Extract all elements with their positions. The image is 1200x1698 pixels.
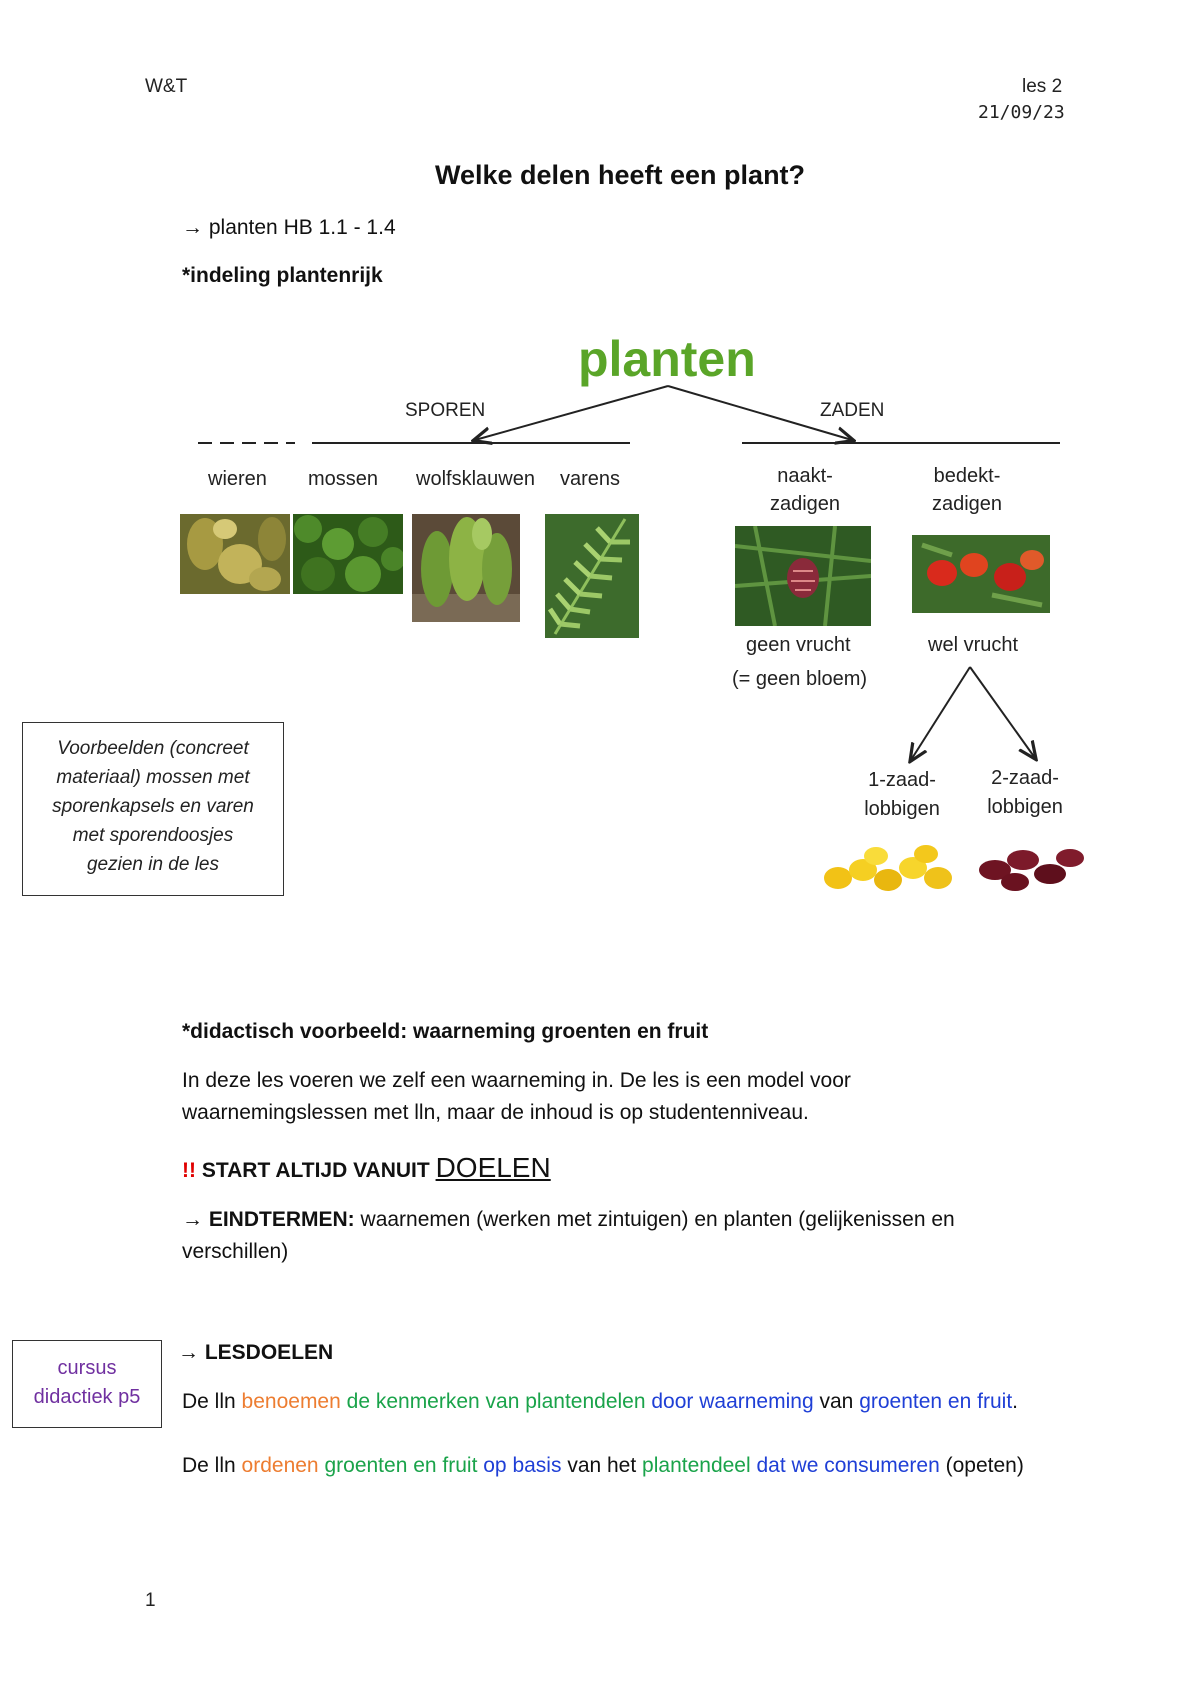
arrow-icon: → bbox=[182, 216, 203, 239]
photo-wieren bbox=[180, 514, 290, 594]
arrow-to-sporen bbox=[475, 385, 669, 440]
label-bedektzadigen: bedekt- zadigen bbox=[912, 462, 1022, 518]
label-wieren: wieren bbox=[208, 468, 267, 490]
arrow-icon: → bbox=[178, 1341, 199, 1364]
note-box-voorbeelden: Voorbeelden (concreet materiaal) mossen … bbox=[22, 722, 284, 896]
ref-text: planten HB 1.1 - 1.4 bbox=[208, 216, 396, 239]
arrow-to-2zaad bbox=[969, 666, 1035, 758]
note-box-cursus: cursus didactiek p5 bbox=[12, 1340, 162, 1428]
label-1zaadlobbigen: 1-zaad- lobbigen bbox=[852, 766, 952, 824]
note-line: met sporendoosjes bbox=[72, 825, 234, 846]
intro-line: In deze les voeren we zelf een waarnemin… bbox=[182, 1069, 851, 1092]
eindtermen-label: EINDTERMEN: bbox=[208, 1208, 355, 1231]
label-2zaad-line2: lobbigen bbox=[987, 796, 1063, 818]
label-geen-bloem: (= geen bloem) bbox=[732, 668, 868, 690]
label-bedekt-line1: bedekt- bbox=[933, 465, 1001, 487]
label-wolfsklauwen: wolfsklauwen bbox=[416, 468, 535, 490]
label-naakt-line1: naakt- bbox=[777, 465, 833, 487]
classification-diagram bbox=[198, 385, 1060, 920]
label-naaktzadigen: naakt- zadigen bbox=[750, 462, 860, 518]
label-geen-vrucht: geen vrucht bbox=[746, 634, 851, 656]
doelen-text: DOELEN bbox=[435, 1152, 551, 1183]
cursus-line: didactiek p5 bbox=[33, 1386, 141, 1408]
arrow-icon: → bbox=[182, 1208, 203, 1231]
header-left: W&T bbox=[145, 76, 188, 97]
start-line: !! START ALTIJD VANUIT DOELEN bbox=[182, 1152, 551, 1184]
label-varens: varens bbox=[560, 468, 621, 490]
diagram-root: planten bbox=[578, 331, 756, 387]
section-heading-didactisch: *didactisch voorbeeld: waarneming groent… bbox=[182, 1020, 709, 1043]
photo-2zaadlobbigen bbox=[979, 849, 1084, 891]
label-wel-vrucht: wel vrucht bbox=[928, 634, 1019, 656]
section-heading-indeling: *indeling plantenrijk bbox=[182, 264, 383, 287]
header-date: 21/09/23 bbox=[978, 102, 1065, 123]
page-number: 1 bbox=[145, 1590, 156, 1611]
lesdoelen-label: LESDOELEN bbox=[204, 1341, 334, 1364]
photo-naaktzadigen bbox=[735, 526, 871, 626]
cursus-line: cursus bbox=[57, 1357, 117, 1379]
header-lesson: les 2 bbox=[1022, 76, 1063, 97]
eindtermen-text-cont: verschillen) bbox=[182, 1240, 289, 1263]
label-2zaadlobbigen: 2-zaad- lobbigen bbox=[975, 764, 1075, 822]
arrow-to-1zaad bbox=[911, 666, 971, 760]
label-mossen: mossen bbox=[308, 468, 379, 490]
photo-bedektzadigen bbox=[912, 535, 1050, 613]
page-title: Welke delen heeft een plant? bbox=[434, 160, 806, 190]
label-1zaad-line2: lobbigen bbox=[864, 798, 940, 820]
lesdoel-1: De lln benoemen de kenmerken van planten… bbox=[182, 1390, 1018, 1413]
label-1zaad-line1: 1-zaad- bbox=[868, 769, 936, 791]
label-2zaad-line1: 2-zaad- bbox=[991, 767, 1059, 789]
eindtermen: → EINDTERMEN: waarnemen (werken met zint… bbox=[182, 1204, 1062, 1268]
exclamation-marks: !! bbox=[182, 1159, 196, 1182]
ref-line: → planten HB 1.1 - 1.4 bbox=[182, 216, 396, 240]
note-line: sporenkapsels en varen bbox=[52, 796, 254, 817]
label-naakt-line2: zadigen bbox=[769, 493, 841, 515]
arrow-to-zaden bbox=[667, 385, 852, 440]
photo-1zaadlobbigen bbox=[824, 845, 952, 891]
lesdoelen-heading: → LESDOELEN bbox=[178, 1341, 333, 1365]
photo-mossen bbox=[293, 514, 403, 594]
intro-line: waarnemingslessen met lln, maar de inhou… bbox=[182, 1101, 809, 1124]
label-sporen: SPOREN bbox=[405, 400, 486, 421]
label-bedekt-line2: zadigen bbox=[931, 493, 1003, 515]
label-zaden: ZADEN bbox=[820, 400, 885, 421]
lesdoel-2: De lln ordenen groenten en fruit op basi… bbox=[182, 1454, 1024, 1477]
photo-wolfsklauwen bbox=[412, 514, 520, 622]
photo-varens bbox=[545, 514, 639, 638]
eindtermen-text: waarnemen (werken met zintuigen) en plan… bbox=[360, 1208, 955, 1231]
intro-paragraph: In deze les voeren we zelf een waarnemin… bbox=[182, 1065, 851, 1129]
start-text: START ALTIJD VANUIT bbox=[201, 1159, 430, 1182]
note-line: gezien in de les bbox=[86, 854, 220, 875]
note-line: materiaal) mossen met bbox=[56, 767, 250, 788]
note-line: Voorbeelden (concreet bbox=[57, 738, 249, 759]
